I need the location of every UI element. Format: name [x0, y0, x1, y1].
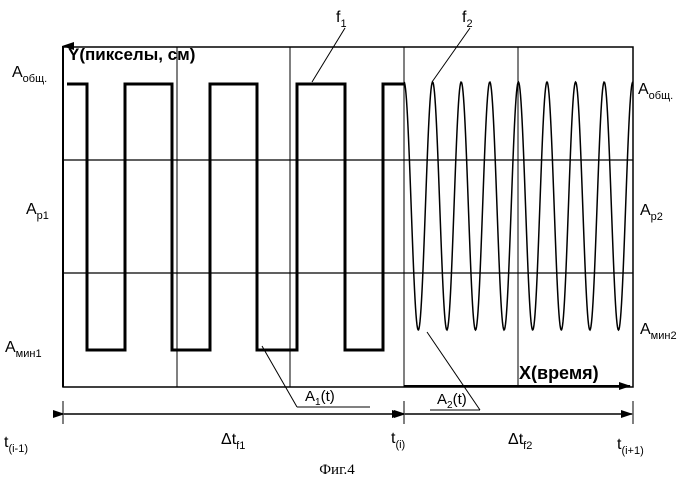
svg-text:Ap2: Ap2 — [640, 202, 663, 223]
svg-text:Δtf1: Δtf1 — [221, 431, 245, 452]
svg-text:f1: f1 — [336, 9, 347, 30]
label-f2: f2 — [432, 9, 473, 82]
label-a1t: A1(t) — [262, 346, 370, 408]
label-t-i: t(i) — [391, 430, 405, 451]
svg-text:Δtf2: Δtf2 — [508, 431, 532, 452]
svg-text:f2: f2 — [462, 9, 473, 30]
x-axis-label: X(время) — [519, 363, 599, 383]
label-a-total-left: Aобщ. — [12, 64, 47, 85]
figure-caption: Фиг.4 — [319, 462, 355, 478]
label-dt-f1: Δtf1 — [221, 431, 245, 452]
y-axis-label: Y(пикселы, см) — [68, 45, 195, 64]
label-dt-f2: Δtf2 — [508, 431, 532, 452]
svg-text:Ap1: Ap1 — [26, 201, 49, 222]
label-a-min2: Aмин2 — [640, 321, 677, 342]
label-t-next: t(i+1) — [617, 436, 644, 457]
time-axis — [63, 401, 633, 424]
leader-line-f2 — [432, 28, 470, 82]
label-a-min1: Aмин1 — [5, 339, 42, 360]
svg-text:A2(t): A2(t) — [437, 391, 467, 411]
label-a-p2: Ap2 — [640, 202, 663, 223]
svg-text:Aмин2: Aмин2 — [640, 321, 677, 342]
label-a-p1: Ap1 — [26, 201, 49, 222]
square-wave-f1 — [67, 84, 404, 350]
label-t-prev: t(i-1) — [4, 434, 28, 455]
label-a2t: A2(t) — [427, 332, 480, 411]
label-f1: f1 — [312, 9, 347, 82]
svg-text:Aобщ.: Aобщ. — [12, 64, 47, 85]
plot-frame — [63, 47, 633, 387]
svg-text:t(i+1): t(i+1) — [617, 436, 644, 457]
svg-text:A1(t): A1(t) — [305, 388, 335, 408]
leader-line-a1t — [262, 346, 297, 407]
svg-text:t(i-1): t(i-1) — [4, 434, 28, 455]
svg-text:t(i): t(i) — [391, 430, 405, 451]
leader-line-f1 — [312, 28, 345, 82]
svg-text:Aмин1: Aмин1 — [5, 339, 42, 360]
label-a-total-right: Aобщ. — [638, 81, 673, 102]
svg-text:Aобщ.: Aобщ. — [638, 81, 673, 102]
